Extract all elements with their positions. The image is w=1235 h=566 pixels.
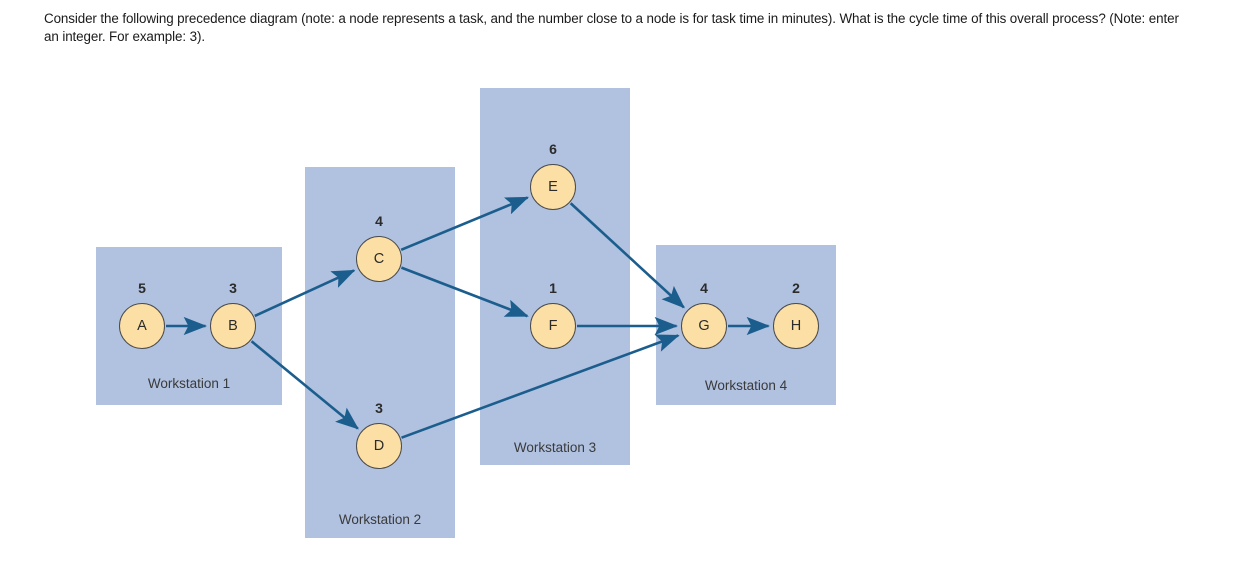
edge-c-to-f xyxy=(400,266,529,318)
task-time-e: 6 xyxy=(549,141,557,157)
workstation-box-2 xyxy=(305,167,455,538)
edge-b-to-c xyxy=(254,269,356,318)
workstation-label-4: Workstation 4 xyxy=(704,378,788,393)
task-time-h: 2 xyxy=(792,280,800,296)
task-time-a: 5 xyxy=(138,280,146,296)
edge-b-to-d xyxy=(250,340,359,430)
task-node-a[interactable]: A xyxy=(119,303,165,349)
workstation-label-3: Workstation 3 xyxy=(513,440,597,455)
task-time-c: 4 xyxy=(375,213,383,229)
workstation-box-3 xyxy=(480,88,630,465)
task-time-g: 4 xyxy=(700,280,708,296)
task-time-f: 1 xyxy=(549,280,557,296)
task-node-h[interactable]: H xyxy=(773,303,819,349)
edge-c-to-e xyxy=(400,196,530,252)
workstation-label-2: Workstation 2 xyxy=(338,512,422,527)
task-node-d[interactable]: D xyxy=(356,423,402,469)
workstation-label-1: Workstation 1 xyxy=(147,376,231,391)
task-node-e[interactable]: E xyxy=(530,164,576,210)
task-node-b[interactable]: B xyxy=(210,303,256,349)
question-text: Consider the following precedence diagra… xyxy=(44,11,1179,44)
task-time-d: 3 xyxy=(375,400,383,416)
task-time-b: 3 xyxy=(229,280,237,296)
edge-e-to-g xyxy=(569,202,685,309)
edge-d-to-g xyxy=(401,334,680,439)
task-node-g[interactable]: G xyxy=(681,303,727,349)
task-node-f[interactable]: F xyxy=(530,303,576,349)
task-node-c[interactable]: C xyxy=(356,236,402,282)
